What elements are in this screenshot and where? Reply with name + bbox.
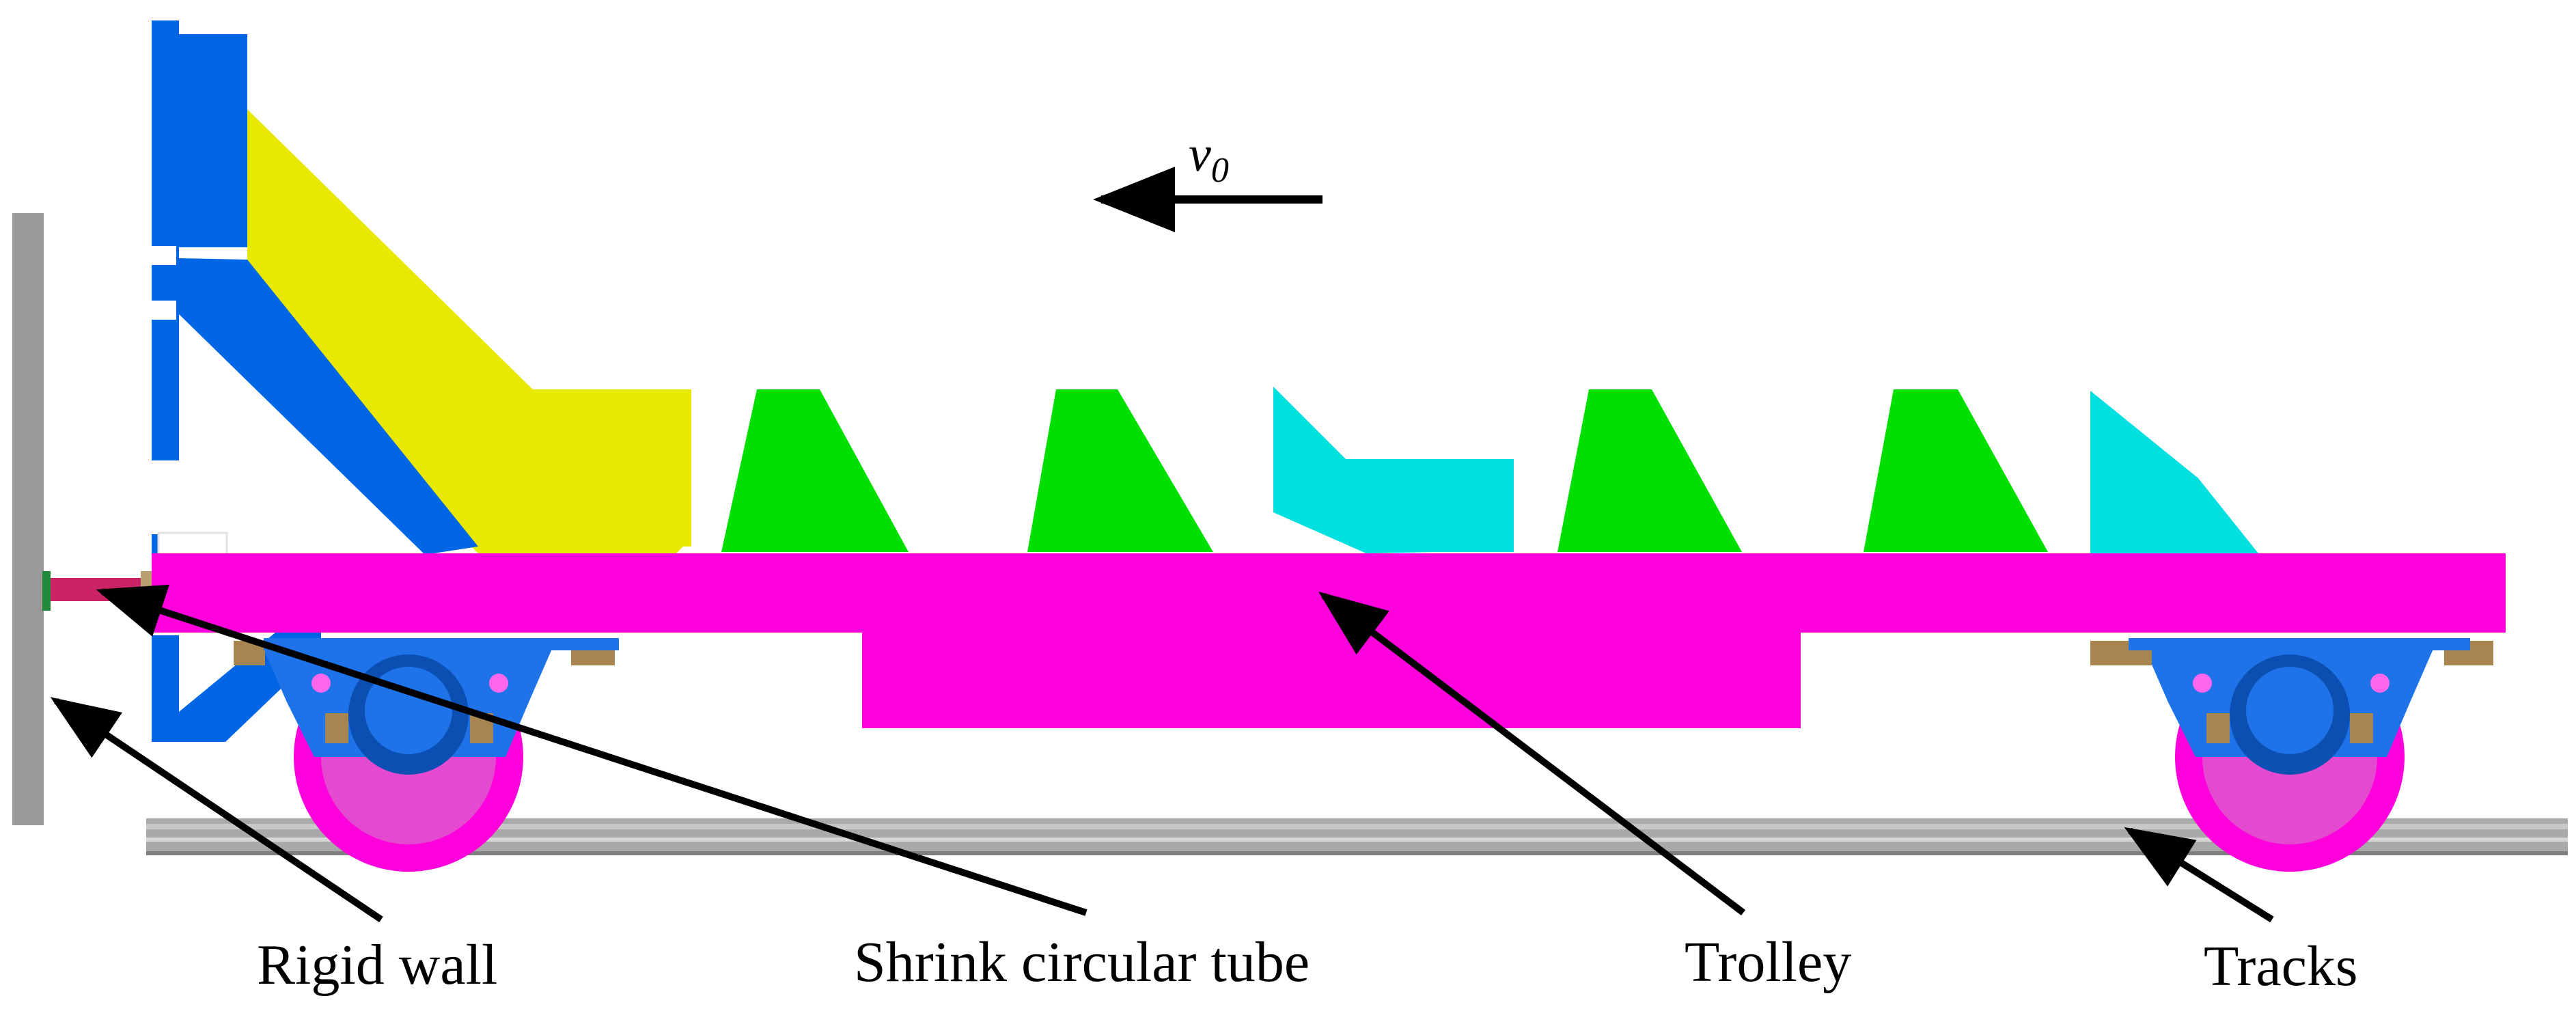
cyan-cargo-blocks bbox=[1273, 387, 2258, 553]
rigid-wall-leader bbox=[50, 697, 383, 923]
rigid-wall bbox=[12, 213, 44, 825]
right-bogie bbox=[2090, 638, 2493, 872]
trolley-leader bbox=[1318, 591, 1746, 915]
left-bogie bbox=[234, 638, 619, 872]
tracks-label: Tracks bbox=[2204, 935, 2358, 998]
trolley-label: Trolley bbox=[1685, 930, 1851, 994]
callout-arrows bbox=[50, 584, 2274, 923]
green-cargo-blocks bbox=[721, 389, 2048, 552]
shrink-tube-leader bbox=[96, 584, 1088, 916]
velocity-indicator: v0 bbox=[1093, 126, 1322, 232]
tracks-leader bbox=[2124, 827, 2274, 923]
rigid-wall-label: Rigid wall bbox=[257, 933, 497, 997]
velocity-label: v0 bbox=[1189, 126, 1229, 190]
shrink-tube-label: Shrink circular tube bbox=[854, 930, 1310, 994]
